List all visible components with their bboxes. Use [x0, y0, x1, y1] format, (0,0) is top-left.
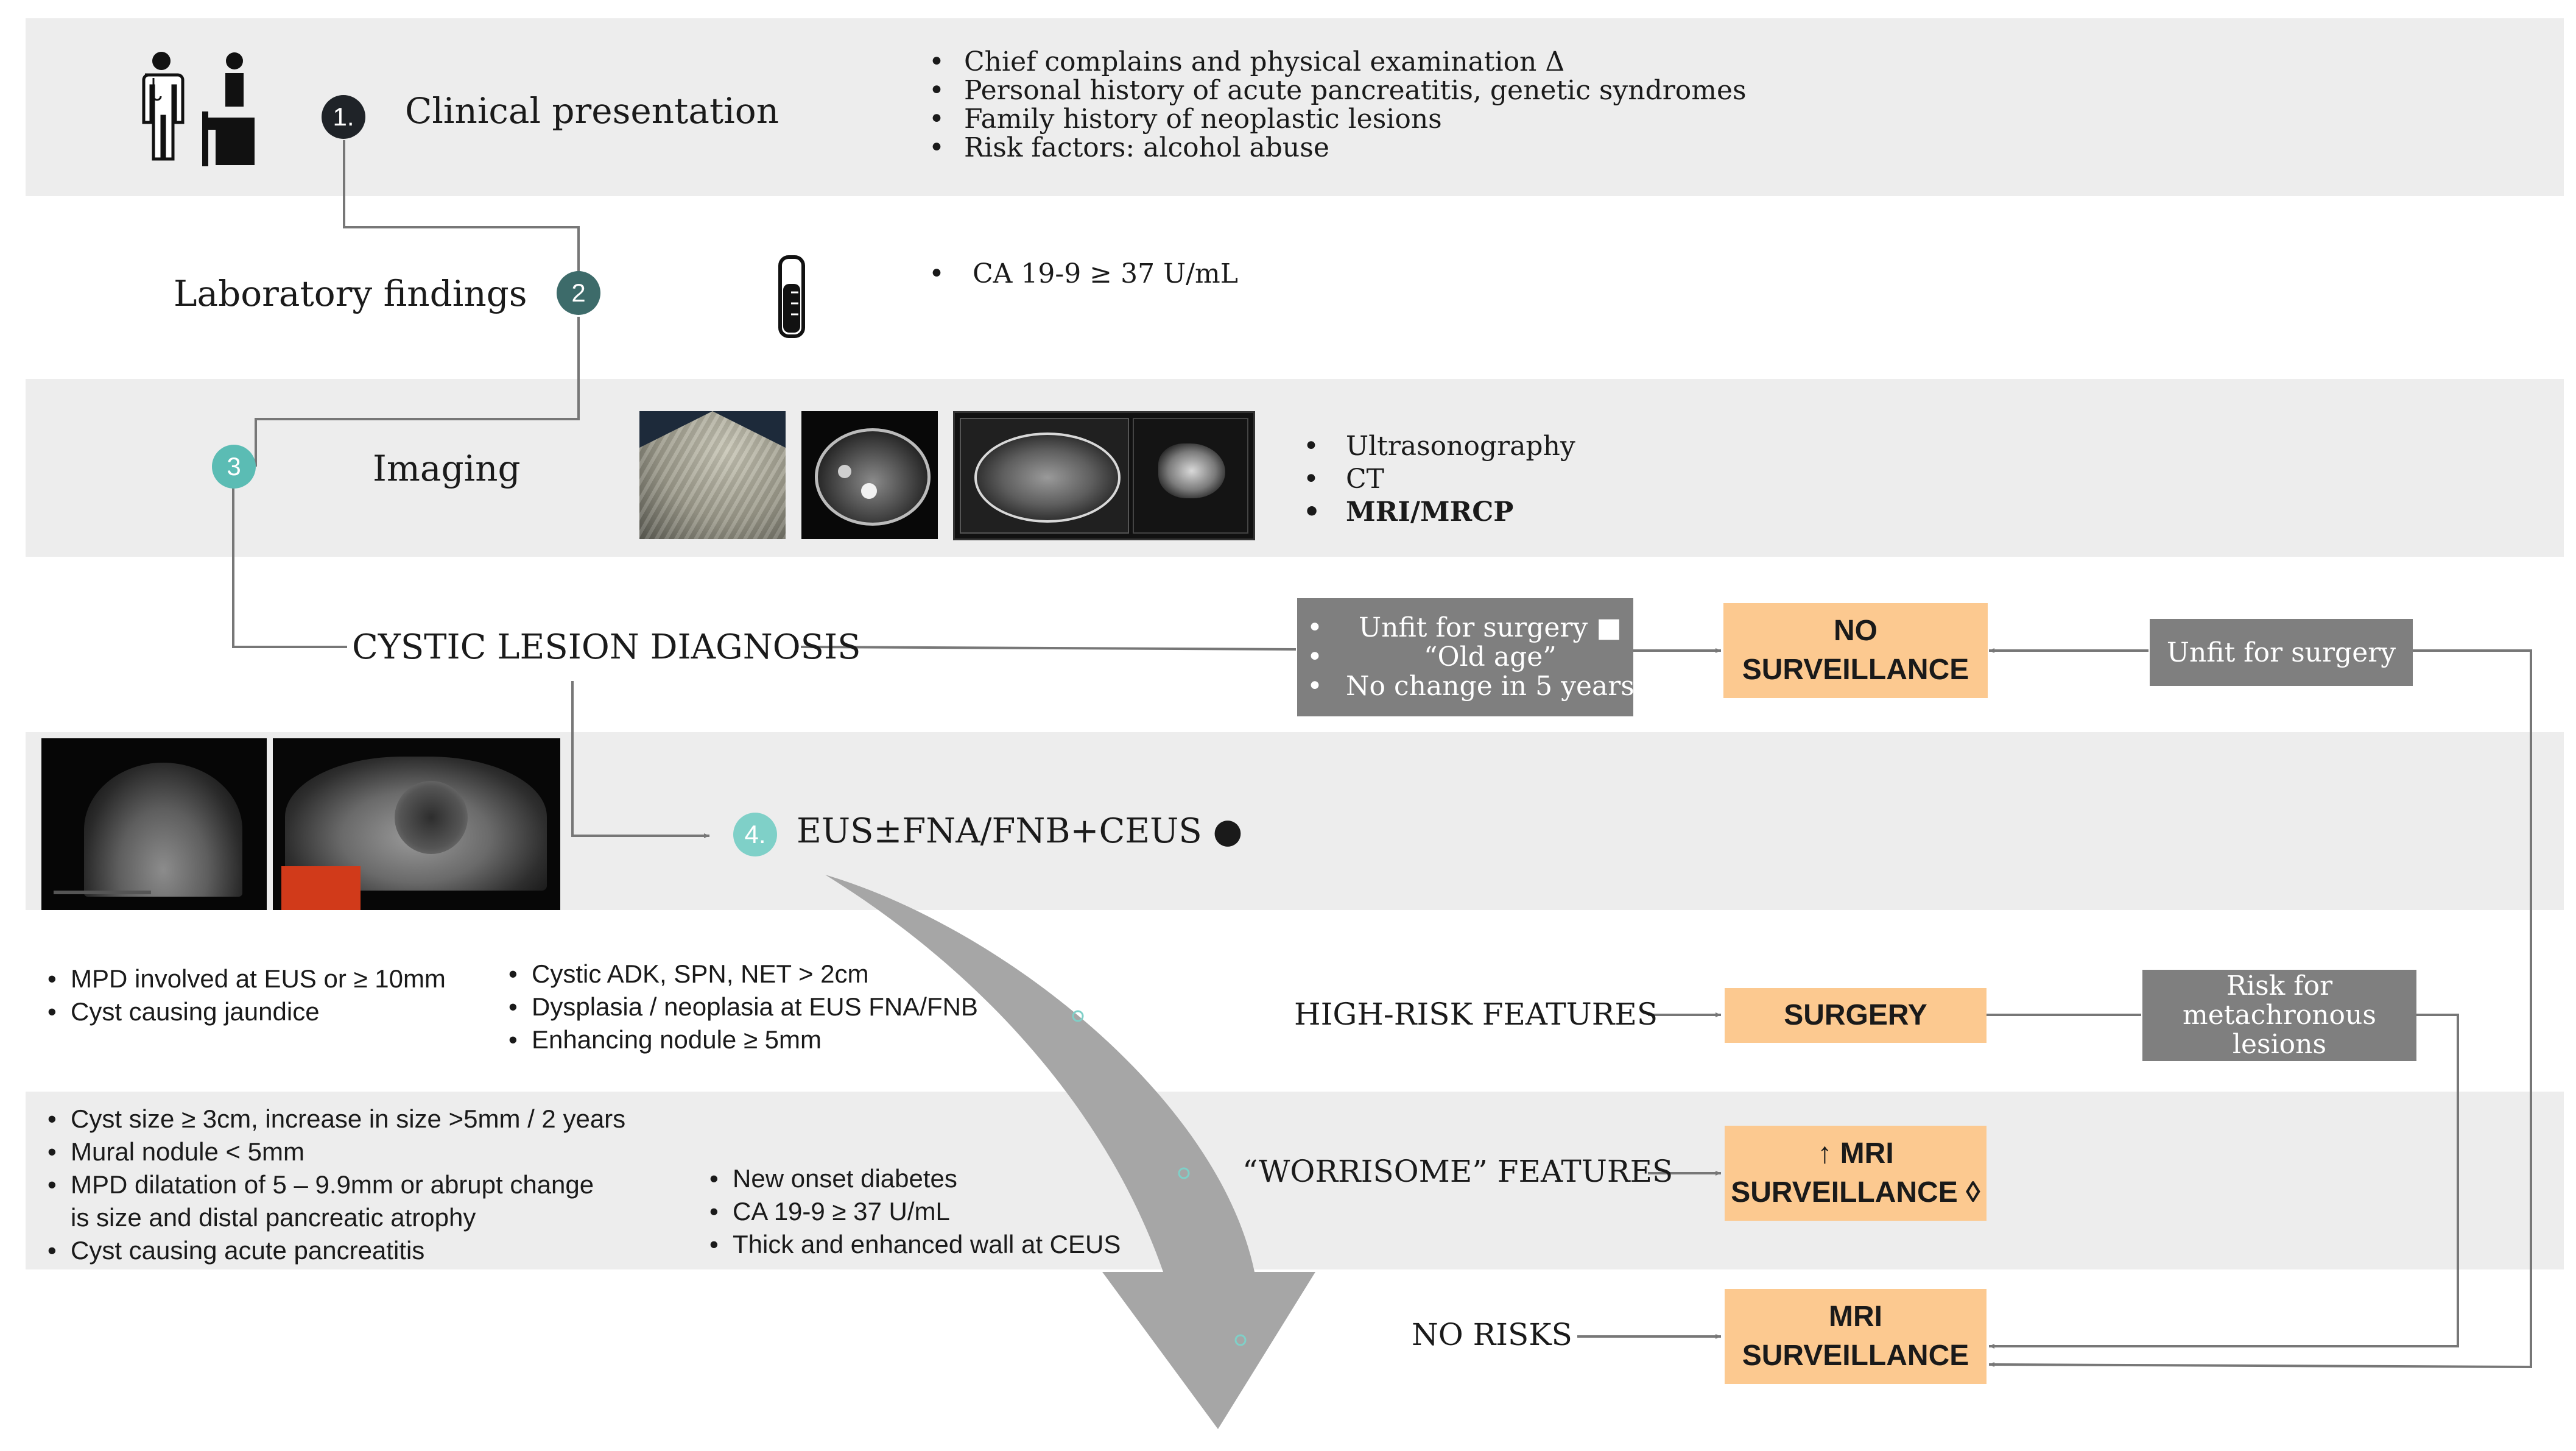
ultrasound-image — [639, 411, 786, 539]
no-surveillance-box: NO SURVEILLANCE — [1723, 603, 1988, 698]
unfit-criteria-item: No change in 5 years — [1307, 672, 1635, 702]
imaging-band — [26, 379, 2564, 557]
high-risk-label: HIGH-RISK FEATURES — [1294, 997, 1658, 1032]
clinical-item: Risk factors: alcohol abuse — [929, 133, 1747, 162]
arrow-dot-3 — [1234, 1334, 1247, 1346]
imaging-item: MRI/MRCP — [1303, 496, 1575, 529]
no-risks-label: NO RISKS — [1412, 1317, 1572, 1352]
surgery-label: SURGERY — [1784, 999, 1927, 1031]
worrisome-item: New onset diabetes — [709, 1162, 1121, 1195]
high-risk-item: MPD involved at EUS or ≥ 10mm — [48, 962, 446, 995]
high-risk-list-1: MPD involved at EUS or ≥ 10mm Cyst causi… — [48, 962, 446, 1028]
doctor-patient-icon — [142, 52, 255, 166]
metachronous-line: metachronous — [2183, 1000, 2376, 1031]
imaging-list: Ultrasonography CT MRI/MRCP — [1303, 430, 1575, 529]
worrisome-item: MPD dilatation of 5 – 9.9mm or abrupt ch… — [48, 1168, 625, 1201]
imaging-item: CT — [1303, 463, 1575, 496]
high-risk-item: Enhancing nodule ≥ 5mm — [509, 1023, 978, 1056]
eus-image — [41, 738, 267, 910]
no-surveillance-line: SURVEILLANCE — [1742, 654, 1969, 686]
mri-image — [953, 411, 1255, 540]
surgery-box: SURGERY — [1725, 988, 1987, 1043]
unfit-for-surgery-label: Unfit for surgery — [2166, 637, 2396, 668]
clinical-item: Personal history of acute pancreatitis, … — [929, 76, 1747, 105]
metachronous-line: Risk for — [2226, 970, 2333, 1001]
laboratory-findings-title: Laboratory findings — [174, 273, 527, 314]
step-3-badge: 3 — [212, 445, 256, 489]
mri-surveillance-line: MRI — [1829, 1301, 1882, 1333]
connector-metachronous-mri — [1989, 1014, 2459, 1349]
worrisome-item: is size and distal pancreatic atrophy — [71, 1203, 476, 1232]
test-tube-icon — [778, 255, 805, 338]
worrisome-list-1: Cyst size ≥ 3cm, increase in size >5mm /… — [48, 1103, 625, 1267]
connector-step1-step2 — [343, 140, 580, 273]
increased-mri-line: SURVEILLANCE ◊ — [1731, 1176, 1980, 1209]
high-risk-item: Cyst causing jaundice — [48, 995, 446, 1028]
mri-surveillance-box: MRI SURVEILLANCE — [1725, 1289, 1987, 1384]
connector-step2-step3 — [255, 317, 580, 467]
ceus-image — [273, 738, 560, 910]
connector-unfitright-mri — [1988, 649, 2532, 1369]
clinical-list: Chief complains and physical examination… — [929, 48, 1747, 162]
connector-step3-diagnosis — [232, 467, 347, 648]
unfit-for-surgery-box: Unfit for surgery — [2150, 619, 2413, 686]
worrisome-item: Thick and enhanced wall at CEUS — [709, 1228, 1121, 1261]
high-risk-item: Dysplasia / neoplasia at EUS FNA/FNB — [509, 990, 978, 1023]
ct-image — [801, 411, 938, 539]
clinical-item: Family history of neoplastic lesions — [929, 105, 1747, 133]
step-4-badge: 4. — [733, 813, 777, 856]
clinical-item: Chief complains and physical examination… — [929, 48, 1747, 76]
unfit-criteria-list: Unfit for surgery ■ “Old age” No change … — [1307, 613, 1635, 702]
risk-stratification-arrow — [825, 875, 1315, 1429]
increased-mri-surveillance-box: ↑ MRI SURVEILLANCE ◊ — [1725, 1126, 1987, 1221]
imaging-item: Ultrasonography — [1303, 430, 1575, 463]
connector-diagnosis-unfit — [800, 646, 1297, 651]
unfit-criteria-box: Unfit for surgery ■ “Old age” No change … — [1297, 598, 1635, 716]
lab-item: CA 19-9 ≥ 37 U/mL — [929, 259, 1238, 288]
worrisome-item: Cyst size ≥ 3cm, increase in size >5mm /… — [48, 1103, 625, 1135]
step-2-badge: 2 — [557, 271, 600, 315]
clinical-presentation-title: Clinical presentation — [405, 90, 779, 132]
metachronous-risk-box: Risk for metachronous lesions — [2142, 970, 2416, 1061]
metachronous-line: lesions — [2232, 1029, 2327, 1060]
worrisome-list-2: New onset diabetes CA 19-9 ≥ 37 U/mL Thi… — [709, 1162, 1121, 1261]
imaging-title: Imaging — [373, 448, 521, 489]
connector-diagnosis-eus — [571, 681, 709, 838]
high-risk-list-2: Cystic ADK, SPN, NET > 2cm Dysplasia / n… — [509, 958, 978, 1056]
worrisome-label: “WORRISOME” FEATURES — [1242, 1154, 1673, 1189]
worrisome-item: CA 19-9 ≥ 37 U/mL — [709, 1195, 1121, 1228]
worrisome-item: Mural nodule < 5mm — [48, 1135, 625, 1168]
arrow-dot-1 — [1072, 1010, 1084, 1022]
step-1-badge: 1. — [322, 95, 365, 139]
mri-surveillance-line: SURVEILLANCE — [1742, 1340, 1969, 1372]
lab-list: CA 19-9 ≥ 37 U/mL — [929, 259, 1238, 288]
arrow-dot-2 — [1178, 1167, 1190, 1179]
worrisome-item: Cyst causing acute pancreatitis — [48, 1234, 625, 1267]
high-risk-item: Cystic ADK, SPN, NET > 2cm — [509, 958, 978, 990]
no-surveillance-line: NO — [1834, 615, 1877, 647]
cystic-lesion-diagnosis-title: CYSTIC LESION DIAGNOSIS — [352, 627, 861, 667]
eus-title: EUS±FNA/FNB+CEUS ● — [797, 811, 1243, 851]
unfit-criteria-item: “Old age” — [1307, 643, 1635, 673]
unfit-criteria-item: Unfit for surgery ■ — [1307, 613, 1635, 643]
increased-mri-line: ↑ MRI — [1817, 1137, 1894, 1170]
